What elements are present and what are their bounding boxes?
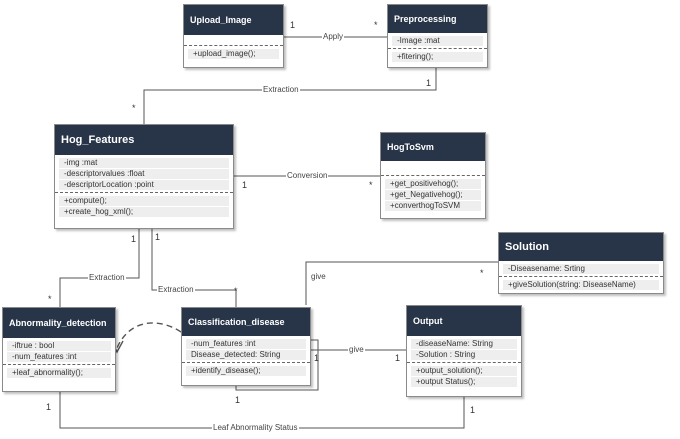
class-classification-disease[interactable]: Classification_disease -num_features :in… (181, 307, 311, 386)
attribute-row: -descriptorvalues :float (59, 169, 229, 179)
label-extraction-mid: Extraction (157, 285, 195, 294)
mult-conv-to: * (369, 180, 373, 190)
class-classification-disease-methods: +identify_disease(); (182, 362, 310, 378)
class-hogtosvm-attributes (381, 161, 485, 175)
method-row: +upload_image(); (188, 49, 279, 59)
label-conversion: Conversion (286, 171, 329, 180)
class-solution-methods: +giveSolution(string: DiseaseName) (499, 276, 663, 292)
label-leaf-abnormality-status: Leaf Abnormality Status (212, 423, 299, 432)
extraction-line-top (143, 68, 437, 124)
class-output-attributes: -diseaseName: String -Solution : String (407, 336, 521, 362)
class-abnormality-detection-attributes: -iftrue : bool -num_features :int (3, 338, 115, 364)
label-extraction-top: Extraction (262, 85, 300, 94)
give-line-upper (305, 261, 500, 305)
method-row: +identify_disease(); (186, 366, 306, 376)
class-upload-image-methods: +upload_image(); (184, 45, 283, 61)
attribute-row: Disease_detected: String (186, 350, 306, 360)
class-hogtosvm-methods: +get_positivehog(); +get_Negativehog(); … (381, 175, 485, 213)
mult-out-bottom: 1 (470, 405, 476, 415)
attribute-row: -img :mat (59, 158, 229, 168)
attribute-row: -iftrue : bool (7, 341, 111, 351)
mult-solution-star: * (480, 268, 484, 278)
mult-conv-from: 1 (242, 180, 248, 190)
mult-apply-from: 1 (290, 20, 296, 30)
label-give-upper: give (310, 272, 327, 281)
mult-abn-top: * (48, 294, 52, 304)
class-output-title: Output (407, 306, 521, 336)
method-row: +leaf_abnormality(); (7, 368, 111, 378)
class-preprocessing[interactable]: Preprocessing -Image :mat +fitering(); (387, 4, 488, 68)
class-preprocessing-attributes: -Image :mat (388, 33, 487, 48)
class-classification-disease-title: Classification_disease (182, 308, 310, 336)
class-output[interactable]: Output -diseaseName: String -Solution : … (406, 305, 522, 397)
class-hog-features-methods: +compute(); +create_hog_xml(); (55, 192, 233, 219)
mult-extract-to: * (132, 103, 136, 113)
label-apply: Apply (322, 32, 345, 41)
class-preprocessing-title: Preprocessing (388, 5, 487, 33)
method-row: +compute(); (59, 196, 229, 206)
attribute-row: -descriptorLocation :point (59, 180, 229, 190)
class-hogtosvm[interactable]: HogToSvm +get_positivehog(); +get_Negati… (380, 132, 486, 219)
mult-abn-bottom: 1 (46, 402, 52, 412)
method-row: +converthogToSVM (385, 201, 481, 211)
attribute-row: -num_features :int (186, 339, 306, 349)
attribute-row: -num_features :int (7, 352, 111, 362)
class-abnormality-detection-title: Abnormality_detection (3, 308, 115, 338)
mult-hog-left: 1 (131, 234, 137, 244)
class-classification-disease-attributes: -num_features :int Disease_detected: Str… (182, 336, 310, 362)
class-abnormality-detection[interactable]: Abnormality_detection -iftrue : bool -nu… (2, 307, 116, 392)
class-upload-image-title: Upload_Image (184, 5, 283, 35)
attribute-row: -Diseasename: Srting (503, 264, 659, 274)
dependency-line (116, 322, 182, 349)
mult-hog-mid: 1 (155, 232, 161, 242)
class-solution-attributes: -Diseasename: Srting (499, 261, 663, 276)
class-hog-features-title: Hog_Features (55, 125, 233, 155)
method-row: +create_hog_xml(); (59, 207, 229, 217)
class-upload-image[interactable]: Upload_Image +upload_image(); (183, 4, 284, 68)
give-line-upper-return (235, 339, 319, 391)
class-hog-features-attributes: -img :mat -descriptorvalues :float -desc… (55, 155, 233, 192)
class-hog-features[interactable]: Hog_Features -img :mat -descriptorvalues… (54, 124, 234, 229)
class-solution[interactable]: Solution -Diseasename: Srting +giveSolut… (498, 232, 664, 294)
class-solution-title: Solution (499, 233, 663, 261)
label-give-lower: give (348, 345, 365, 354)
class-hogtosvm-title: HogToSvm (381, 133, 485, 161)
mult-apply-to: * (374, 20, 378, 30)
attribute-row: -Image :mat (392, 36, 483, 46)
class-abnormality-detection-methods: +leaf_abnormality(); (3, 364, 115, 380)
mult-extract-from: 1 (426, 78, 432, 88)
mult-cls-right: 1 (314, 353, 320, 363)
extraction-line-left (59, 229, 140, 307)
extraction-line-mid (151, 229, 237, 307)
class-upload-image-attributes (184, 35, 283, 45)
mult-cls-top: * (234, 286, 238, 296)
class-preprocessing-methods: +fitering(); (388, 48, 487, 64)
method-row: +get_positivehog(); (385, 179, 481, 189)
attribute-row: -diseaseName: String (411, 339, 517, 349)
mult-out-left: 1 (395, 353, 401, 363)
method-row: +get_Negativehog(); (385, 190, 481, 200)
method-row: +fitering(); (392, 52, 483, 62)
method-row: +output Status(); (411, 377, 517, 387)
attribute-row: -Solution : String (411, 350, 517, 360)
method-row: +output_solution(); (411, 366, 517, 376)
label-extraction-left: Extraction (88, 273, 126, 282)
mult-cls-bottom: 1 (235, 395, 241, 405)
method-row: +giveSolution(string: DiseaseName) (503, 280, 659, 290)
class-output-methods: +output_solution(); +output Status(); (407, 362, 521, 389)
